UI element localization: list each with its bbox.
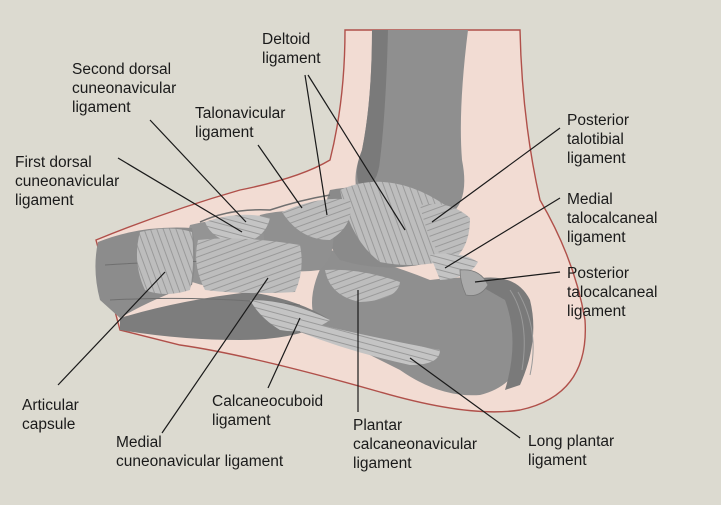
leader-posterior-talotibial xyxy=(431,127,561,223)
dorsal-bone-edge xyxy=(199,194,331,223)
leader-posterior-talocalcaneal xyxy=(474,271,561,283)
talonavicular-band xyxy=(282,198,351,240)
heel-fat-pad-lines xyxy=(509,289,534,376)
leader-deltoid-1 xyxy=(304,74,328,216)
leader-deltoid-2 xyxy=(307,74,406,231)
posterior-talocalcaneal-band xyxy=(459,269,489,296)
tibia-shadow xyxy=(357,30,388,190)
leader-second-dorsal xyxy=(149,119,247,223)
long-plantar-band xyxy=(300,320,440,365)
articular-capsule-band xyxy=(136,228,194,294)
leader-articular-capsule xyxy=(57,271,166,386)
posterior-talotibial-band xyxy=(420,203,470,262)
leader-talonavicular xyxy=(257,144,303,209)
leader-long-plantar xyxy=(409,357,521,439)
plantar-calcaneonavicular-band xyxy=(325,269,400,302)
leader-first-dorsal xyxy=(117,157,243,233)
leader-medial-cuneonavicular xyxy=(161,277,269,434)
deltoid-ligament-fan xyxy=(340,181,452,265)
leader-lines xyxy=(57,74,561,439)
leader-medial-talocalcaneal xyxy=(444,197,561,269)
leader-calcaneocuboid xyxy=(267,317,301,389)
medial-cuneonavicular-band xyxy=(196,238,302,294)
